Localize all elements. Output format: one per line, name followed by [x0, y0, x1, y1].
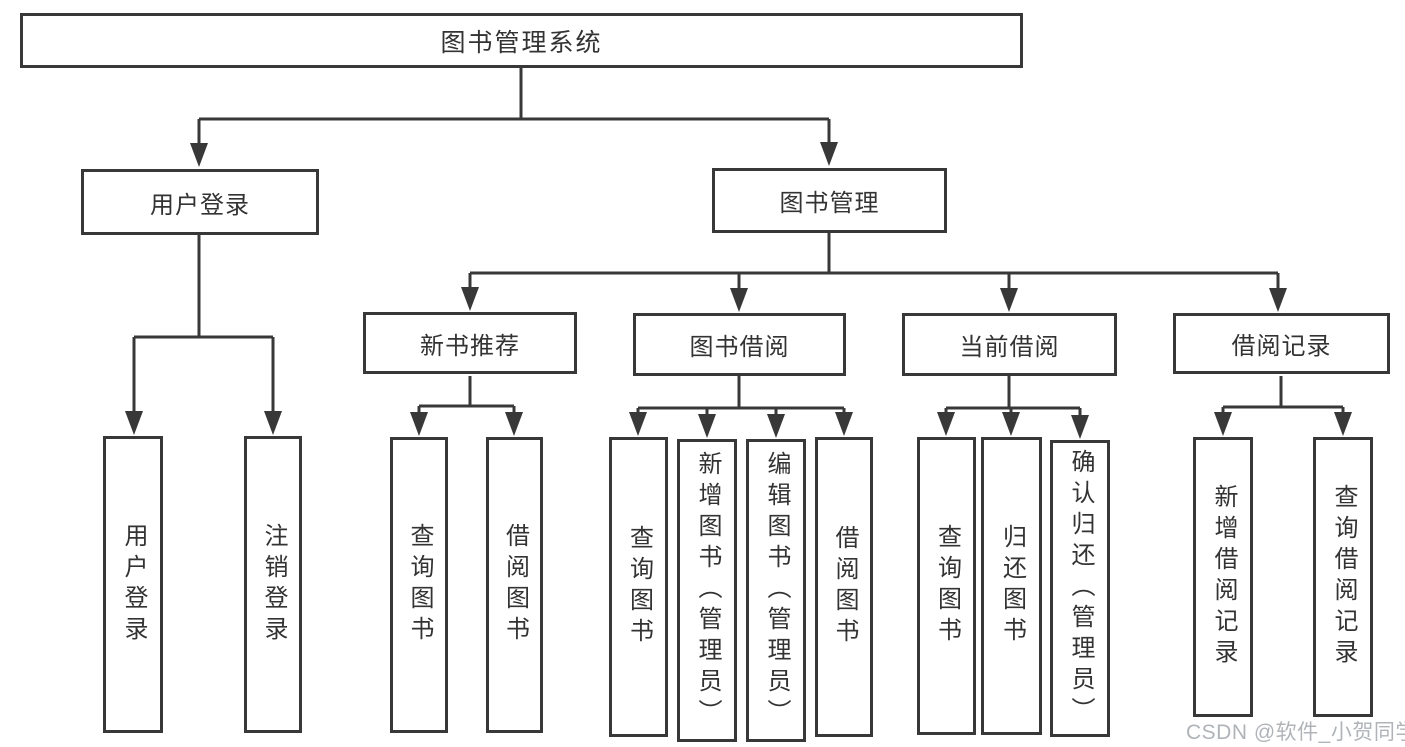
arrowhead — [264, 411, 282, 435]
arrowhead — [767, 414, 785, 438]
arrowhead — [835, 412, 853, 436]
node-book-management: 图书管理 — [712, 168, 947, 233]
node-current-borrow: 当前借阅 — [902, 313, 1117, 376]
node-new-book-recommend: 新书推荐 — [363, 312, 577, 374]
leaf-query-book-recommend: 查询图书 — [390, 437, 448, 733]
arrowhead — [1000, 288, 1018, 312]
arrowhead — [505, 412, 523, 436]
arrowhead — [698, 414, 716, 438]
leaf-logout: 注销登录 — [244, 436, 302, 733]
arrowhead — [1214, 412, 1232, 436]
arrowhead — [1334, 412, 1352, 436]
leaf-borrow-book-recommend: 借阅图书 — [486, 437, 543, 733]
arrowhead — [937, 412, 955, 436]
leaf-add-borrow-record: 新增借阅记录 — [1193, 437, 1253, 717]
leaf-borrow-book: 借阅图书 — [815, 437, 873, 737]
leaf-query-book-borrow: 查询图书 — [609, 437, 668, 737]
arrowhead — [730, 288, 748, 312]
arrowhead — [461, 287, 479, 311]
arrowhead — [820, 142, 838, 166]
arrowhead — [1269, 288, 1287, 312]
arrowhead — [190, 143, 208, 167]
leaf-confirm-return-admin: 确认归还（管理员） — [1050, 440, 1110, 737]
node-user-login: 用户登录 — [81, 169, 319, 235]
leaf-return-book: 归还图书 — [981, 437, 1042, 735]
leaf-edit-book-admin: 编辑图书（管理员） — [746, 439, 806, 742]
node-book-borrow: 图书借阅 — [633, 313, 846, 376]
arrowhead — [1071, 415, 1089, 439]
arrowhead — [1002, 412, 1020, 436]
arrowhead — [125, 411, 143, 435]
leaf-query-borrow-record: 查询借阅记录 — [1313, 437, 1373, 717]
leaf-user-login: 用户登录 — [103, 436, 163, 733]
leaf-query-book-current: 查询图书 — [917, 437, 976, 735]
arrowheads — [125, 142, 1352, 439]
arrowhead — [629, 412, 647, 436]
node-library-management-system: 图书管理系统 — [20, 13, 1023, 68]
arrowhead — [410, 412, 428, 436]
leaf-add-book-admin: 新增图书（管理员） — [677, 439, 737, 742]
node-borrow-record: 借阅记录 — [1173, 313, 1390, 374]
csdn-watermark: CSDN @软件_小贺同学 — [1186, 721, 1405, 744]
